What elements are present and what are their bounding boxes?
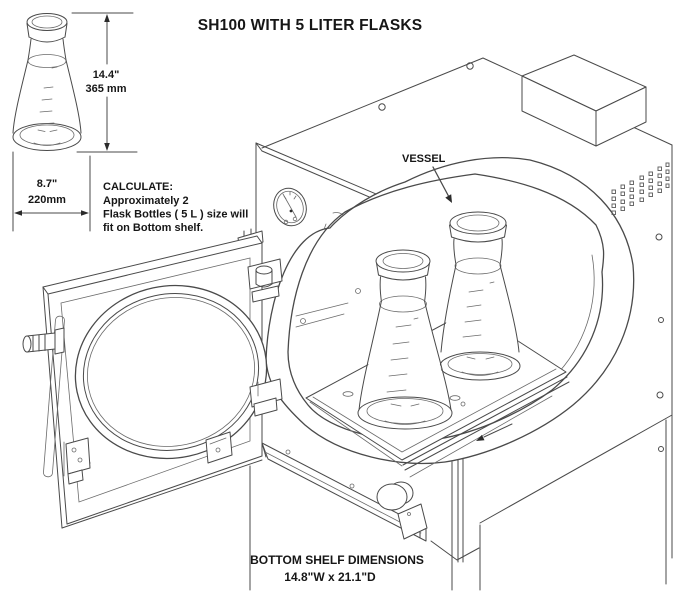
calculate-note: CALCULATE: Approximately 2 Flask Bottles… (103, 181, 248, 234)
vessel-label: VESSEL (402, 153, 452, 203)
calculate-line4: fit on Bottom shelf. (103, 222, 203, 234)
reference-flask-figure: 14.4" 365 mm 8.7" 220mm (12, 12, 138, 232)
side-panel-holes (655, 233, 664, 452)
pressure-gauge-icon (273, 187, 307, 227)
calculate-line2: Approximately 2 (103, 195, 189, 207)
door-latch-bottom (205, 431, 233, 464)
vessel-label-text: VESSEL (402, 153, 446, 165)
door-latch-left (63, 437, 91, 485)
door-assembly (22, 235, 283, 529)
calculate-line1: CALCULATE: (103, 181, 173, 193)
roller-knob (376, 481, 414, 511)
door-edge-groove (43, 315, 65, 478)
width-inches: 8.7" (37, 178, 58, 190)
door-hinge-top (247, 258, 283, 303)
bottom-shelf-dimensions: BOTTOM SHELF DIMENSIONS 14.8"W x 21.1"D (250, 553, 424, 584)
slide-arrow-icon (476, 423, 513, 441)
page-title: SH100 WITH 5 LITER FLASKS (198, 17, 423, 34)
width-mm: 220mm (28, 194, 66, 206)
calculate-line3: Flask Bottles ( 5 L ) size will (103, 209, 248, 221)
beam-foot (397, 503, 428, 540)
width-dimension: 8.7" 220mm (12, 151, 91, 232)
height-inches: 14.4" (93, 69, 120, 81)
exhaust-box (521, 54, 647, 147)
door-seal (74, 284, 268, 460)
height-dimension: 14.4" 365 mm (71, 12, 138, 153)
bottom-shelf-line1: BOTTOM SHELF DIMENSIONS (250, 553, 424, 567)
door-hinge-bottom (249, 378, 283, 417)
bottom-shelf-line2: 14.8"W x 21.1"D (284, 570, 376, 584)
flask-in-chamber-right (439, 211, 521, 381)
vent-grid (611, 162, 670, 215)
flask-in-chamber-left (357, 249, 453, 430)
door-handle (22, 327, 65, 355)
height-mm: 365 mm (86, 83, 127, 95)
support-beam (261, 442, 428, 542)
